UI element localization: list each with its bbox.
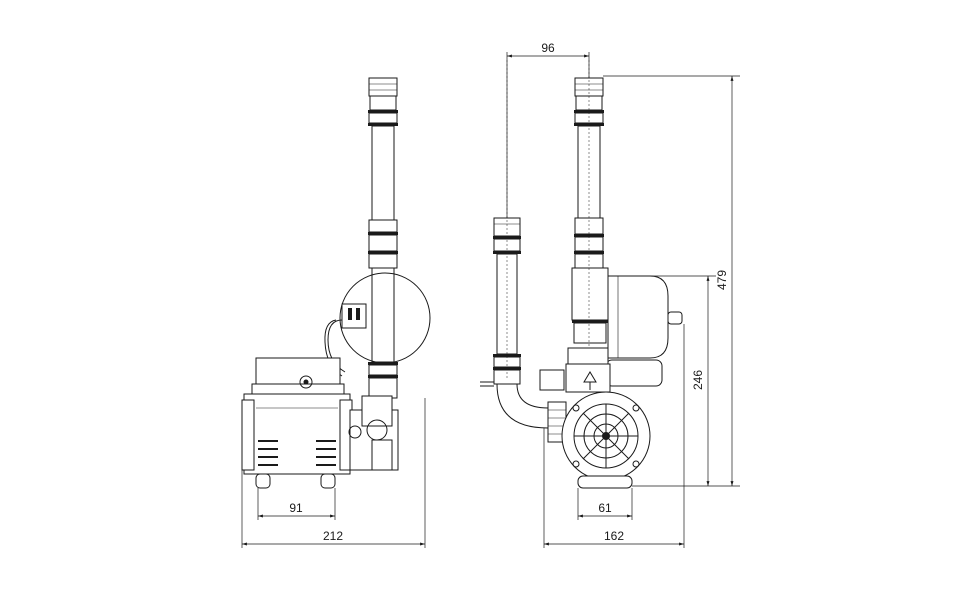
dim-outlet-height: 246 <box>691 370 705 390</box>
front-motor-vents <box>258 440 336 466</box>
side-pump-housing <box>539 347 651 489</box>
front-pump-head <box>348 395 399 471</box>
front-motor <box>241 357 353 489</box>
dim-total-height: 479 <box>715 270 729 290</box>
front-vertical-pipe <box>368 77 398 399</box>
dim-inlet-offset: 96 <box>541 41 555 55</box>
side-inlet-pipe <box>480 60 549 429</box>
side-view: 96 479 246 162 61 <box>480 41 740 548</box>
side-dimension-lines <box>506 52 740 548</box>
dim-side-foot-spacing: 61 <box>598 501 612 515</box>
side-vertical-pipe <box>571 60 609 360</box>
front-view: 212 91 <box>241 77 431 548</box>
dim-front-foot-spacing: 91 <box>289 501 303 515</box>
front-dimension-lines <box>241 398 426 548</box>
dim-front-width: 212 <box>323 529 343 543</box>
side-pressure-vessel <box>605 275 683 387</box>
dim-side-width: 162 <box>604 529 624 543</box>
